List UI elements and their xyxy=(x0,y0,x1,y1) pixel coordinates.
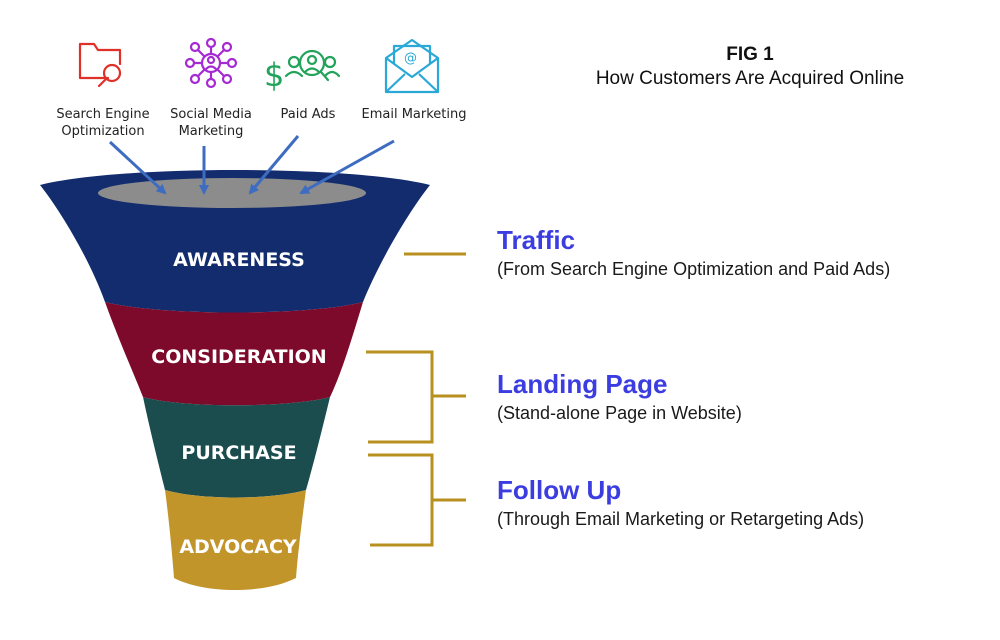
stage-advocacy-band xyxy=(165,490,306,590)
svg-text:@: @ xyxy=(404,51,417,66)
stage-consideration-band xyxy=(105,302,363,406)
stage-awareness-label: AWARENESS xyxy=(173,249,305,271)
dollar-people-icon: $ xyxy=(264,49,341,94)
envelope-at-icon: @ xyxy=(384,38,440,94)
svg-text:$: $ xyxy=(264,56,284,94)
stage-advocacy-label: ADVOCACY xyxy=(179,536,297,558)
note-landing-page-description: (Stand-alone Page in Website) xyxy=(497,403,742,423)
note-landing-page-title: Landing Page xyxy=(497,369,668,399)
arrow-seo xyxy=(108,140,167,195)
note-traffic-title: Traffic xyxy=(497,225,576,255)
network-people-icon xyxy=(184,37,238,89)
funnel-opening xyxy=(98,178,366,208)
source-label-seo: Search Engine Optimization xyxy=(56,107,150,139)
source-label-social: Social Media Marketing xyxy=(170,107,252,139)
note-follow-up-title: Follow Up xyxy=(497,475,622,505)
note-traffic-description: (From Search Engine Optimization and Pai… xyxy=(497,259,891,279)
source-label-paid-ads: Paid Ads xyxy=(280,107,336,122)
arrow-paid xyxy=(248,135,300,195)
stage-purchase-band xyxy=(143,397,330,498)
figure-label: FIG 1 xyxy=(726,44,774,65)
bracket-landing-page xyxy=(366,350,466,444)
figure-subtitle: How Customers Are Acquired Online xyxy=(595,68,905,89)
stage-consideration-label: CONSIDERATION xyxy=(151,346,327,368)
stage-awareness-band xyxy=(40,170,430,313)
bracket-follow-up xyxy=(368,453,466,547)
stage-purchase-label: PURCHASE xyxy=(181,442,297,464)
arrow-email xyxy=(299,139,395,195)
source-label-email: Email Marketing xyxy=(361,107,467,122)
note-follow-up-description: (Through Email Marketing or Retargeting … xyxy=(497,509,865,529)
folder-search-icon xyxy=(78,42,122,88)
